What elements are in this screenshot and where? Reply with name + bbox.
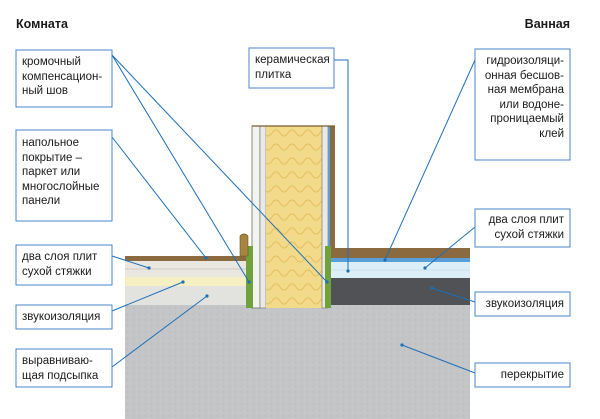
bath-membrane-layer [330, 258, 470, 262]
bath-tile-layer [330, 248, 470, 258]
room-parquet-layer [125, 256, 250, 261]
bath-soundproofing-layer [330, 278, 470, 305]
label-bath-soundproofing: звукоизоляция [485, 298, 564, 310]
floor-slab [125, 305, 470, 419]
leveling-fill-layer [125, 286, 250, 305]
wall-left-board [251, 125, 261, 309]
label-floor-slab: перекрытие [500, 369, 564, 381]
wall-membrane [328, 126, 330, 308]
left-edge-strip [246, 246, 253, 308]
leader-end-dots [147, 256, 434, 347]
label-room-soundproofing: звукоизоляция [22, 311, 101, 323]
room-soundproofing-layer [125, 277, 250, 286]
wall-insulation [266, 126, 322, 308]
label-leveling-fill: выравниваю-щая подсыпка [22, 355, 99, 382]
leader-lines [111, 54, 476, 374]
wall-tile [330, 126, 335, 248]
room-title: Комната [16, 17, 68, 31]
right-edge-strip [325, 246, 331, 308]
skirting-board [239, 233, 249, 257]
bathroom-title: Ванная [524, 17, 570, 31]
label-boxes [15, 47, 571, 388]
